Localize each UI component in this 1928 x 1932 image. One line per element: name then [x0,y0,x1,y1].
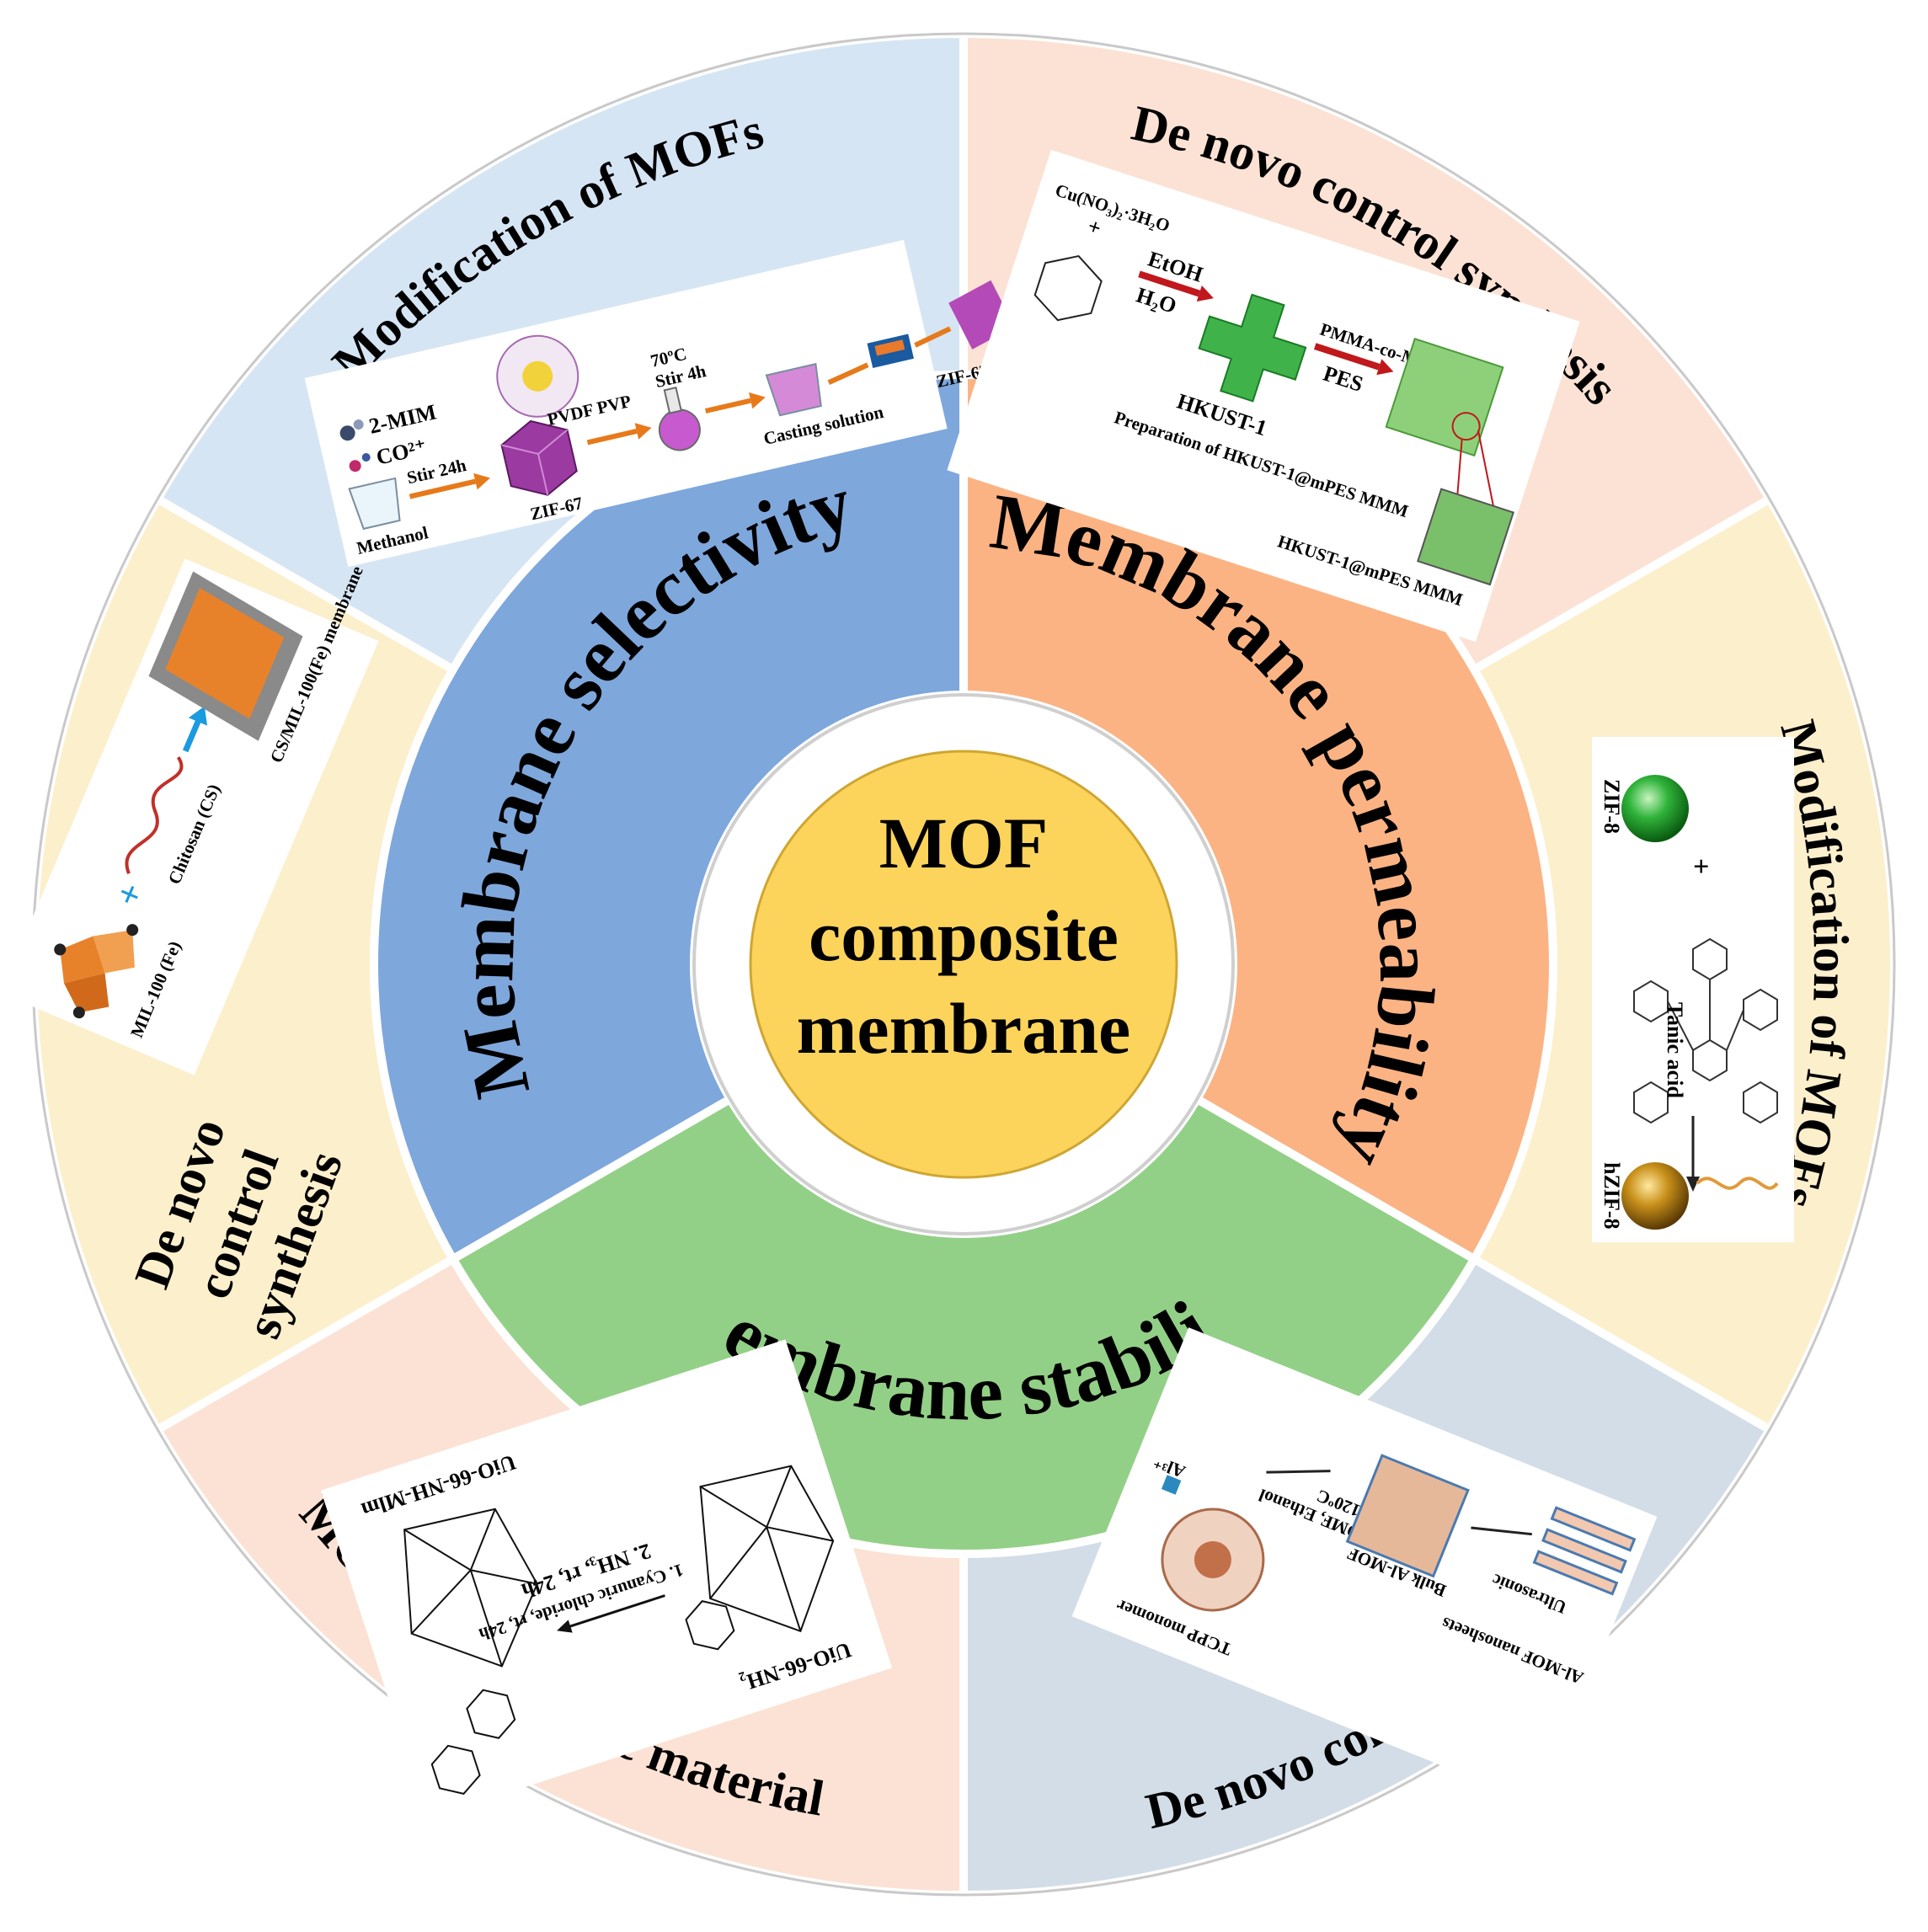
arrow-head-icon [1376,359,1394,376]
tannic-acid-structure-icon [1633,937,1778,1124]
beaker-icon [348,477,401,531]
melamine-ring-icon [430,1744,481,1795]
casting-beaker-icon [765,362,822,417]
tcpp-core-icon [1194,1540,1231,1578]
membrane-particles-icon [165,588,285,719]
casting-film-icon [874,339,905,356]
arrow-icon [704,398,751,414]
arrow-icon [827,362,869,385]
arrow-icon [1471,1526,1532,1536]
arrow-head-icon [188,706,208,726]
crystal-edge-icon [501,429,569,495]
hkust-crystal-icon [1198,293,1307,403]
mim-atom-icon [353,419,364,430]
framework-core-icon [522,360,553,392]
tannic-acid-label: Tanic acid [1663,1002,1687,1098]
nanosheet-stack-icon [1532,1506,1637,1596]
figure-almof: TCPP monomer Al³⁺ DMF, Ethanol 120ºC Bul… [1071,1327,1658,1806]
mil100-cluster-icon [54,924,139,1019]
membrane-block-icon [1385,337,1504,457]
arrow-icon [1138,270,1201,297]
figure-panel [1071,1327,1658,1806]
center-title-line3: membrane [797,988,1130,1069]
arrow-head-icon [1196,286,1214,302]
zoom-detail-icon [1417,488,1514,586]
triazine-ring-icon [466,1689,516,1739]
arrow-icon [1266,1470,1331,1474]
arrow-head-icon [557,1620,573,1633]
plus-sign: + [1693,851,1709,883]
arrow-head-icon [748,392,766,409]
arrow-icon [568,1594,665,1629]
center-circle [749,750,1178,1179]
bulk-mof-icon [1345,1454,1470,1578]
aniline-ring-icon [685,1600,735,1651]
hub-ring-outline [692,693,1235,1236]
figure-panel [947,149,1580,643]
figure-zif8: ZIF-8 + Tanic acid hZIF-8 [1592,737,1794,1242]
arrow-icon [586,429,638,446]
cobalt-atom-icon [361,453,371,462]
arrow-icon [914,326,952,348]
coating-strand-icon [1696,1177,1779,1190]
figure-uio66: UiO-66-NH₂ 1. Cyanuric chloride, rt, 24h… [320,1339,893,1819]
center-title-line2: composite [809,895,1119,976]
chitosan-chain-icon [125,756,184,874]
hzif8-label: hZIF-8 [1600,1162,1624,1229]
uio-octahedron-icon [699,1465,835,1633]
btc-molecule-icon [1033,254,1103,322]
flask-neck-icon [663,386,682,414]
arrow-icon [182,718,201,753]
arrow-head-icon [1686,1177,1700,1192]
arrow-icon [409,478,477,499]
arrow-head-icon [473,472,490,490]
hzif8-sphere-icon [1621,1162,1689,1230]
mlm-octahedron-icon [403,1508,538,1668]
aluminium-node-icon [1161,1475,1182,1495]
zif8-label: ZIF-8 [1600,779,1624,834]
arrow-head-icon [634,423,652,440]
mim-molecule-icon [339,425,355,441]
center-title-line1: MOF [879,803,1049,883]
figure-panel [320,1339,893,1819]
figure-hkust: Cu(NO₃)₂·3H₂O + EtOH H₂O HKUST-1 PMMA-co… [947,149,1580,643]
arrow-icon [1313,343,1381,371]
zif8-sphere-icon [1621,775,1689,842]
cobalt-ion-icon [349,460,361,472]
